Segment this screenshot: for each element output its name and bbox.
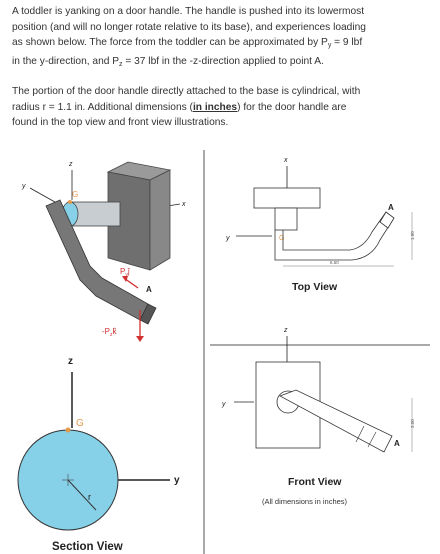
top-dim-side-label: 1.90 [410, 231, 415, 240]
p1-line-4a: in the y-direction, and P [12, 55, 120, 67]
p1-line-3a: as shown below. The force from the toddl… [12, 37, 328, 48]
door-plate-side [149, 169, 171, 271]
iso-g-label: G [72, 190, 78, 199]
front-y-label: y [221, 401, 226, 408]
iso-z-label: z [68, 161, 73, 168]
top-dim-bottom-label: 6.50 [330, 260, 339, 265]
front-title: Front View [288, 476, 342, 488]
in-inches-link[interactable]: in inches [192, 101, 238, 113]
front-lever [279, 389, 393, 453]
section-radius-line [67, 479, 97, 511]
problem-paragraph-1: A toddler is yanking on a door handle. T… [12, 4, 430, 72]
section-r-label: r [88, 492, 91, 502]
p2-line-1: The portion of the door handle directly … [12, 86, 361, 97]
door-handle-figure: z y x G Pyĵ A -Pzk̂ z y G [17, 150, 430, 554]
top-lever-outline [274, 211, 395, 261]
p1-line-4: in the y-direction, and Pz = 37 lbf in t… [12, 54, 430, 73]
p1-line-3b: = 9 lbf [331, 37, 363, 48]
top-y-label: y [225, 235, 230, 242]
section-g-point [65, 427, 71, 433]
force-pz-label: -Pzk̂ [102, 327, 118, 338]
iso-a-label: A [146, 285, 152, 294]
p1-line-2: position (and will no longer rotate rela… [12, 21, 366, 33]
section-g-label: G [76, 418, 84, 429]
p1-sub-z: z [119, 60, 123, 68]
top-lever-tip [379, 211, 395, 229]
top-view: x y G A 6.50 1.90 Top View [225, 157, 415, 293]
top-x-label: x [283, 157, 288, 164]
front-lever-seg-1 [355, 425, 365, 443]
iso-g-point [68, 200, 72, 204]
p1-sub-y: y [327, 42, 332, 49]
front-view: z y A 3.00 Front View (All dimensions in… [221, 327, 415, 506]
section-title: Section View [52, 541, 123, 553]
top-a-label: A [388, 203, 394, 212]
section-z-label: z [68, 356, 73, 367]
front-a-label: A [394, 439, 400, 448]
p2-line-3: found in the top view and front view ill… [12, 117, 229, 128]
front-z-label: z [283, 327, 288, 334]
section-y-label: y [174, 475, 180, 486]
p1-line-1: A toddler is yanking on a door handle. T… [12, 6, 365, 17]
p2-line-2b: ) for the door handle are [237, 101, 347, 113]
force-py-label: Pyĵ [120, 267, 131, 278]
force-py-arrowhead [122, 276, 128, 282]
section-view: z y G r Section View [17, 356, 180, 553]
lever-end [139, 303, 157, 325]
front-dimension-note: (All dimensions in inches) [262, 497, 348, 506]
front-lever-seg-2 [367, 431, 377, 448]
top-g-label: G [279, 235, 284, 242]
top-cylinder [274, 207, 298, 231]
p2-line-2a: radius r = 1.1 in. Additional dimensions… [12, 101, 193, 113]
iso-y-label: y [21, 183, 26, 190]
p1-line-4b: = 37 lbf in the -z-direction applied to … [122, 55, 324, 67]
p2-line-2: radius r = 1.1 in. Additional dimensions… [12, 100, 430, 116]
problem-paragraph-2: The portion of the door handle directly … [12, 84, 430, 131]
p1-line-3: as shown below. The force from the toddl… [12, 35, 430, 54]
force-pz-arrowhead [136, 336, 144, 342]
isometric-view: z y x G Pyĵ A -Pzk̂ [21, 161, 186, 342]
front-dim-side-label: 3.00 [410, 419, 415, 428]
iso-x-label: x [181, 201, 186, 208]
top-base-plate [253, 187, 321, 209]
top-title: Top View [292, 281, 338, 293]
